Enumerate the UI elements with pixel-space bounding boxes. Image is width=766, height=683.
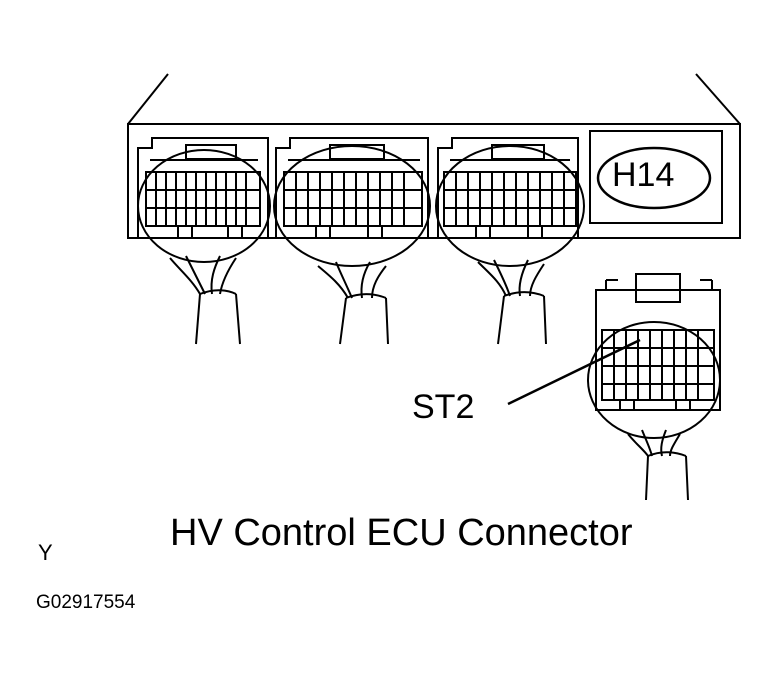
diagram-caption: HV Control ECU Connector [170,512,633,554]
connector-code-box [589,130,723,224]
ecu-connector-1 [137,137,271,345]
figure-id: G02917554 [36,592,136,613]
pin-label: ST2 [412,388,475,426]
ecu-connector-3 [435,137,585,345]
view-letter: Y [38,540,53,565]
connector-code-label: H14 [612,156,675,194]
pin-leader-line [507,338,641,406]
ecu-connector-2 [273,137,431,345]
harness-connector [587,273,721,501]
ecu-housing [127,73,741,239]
